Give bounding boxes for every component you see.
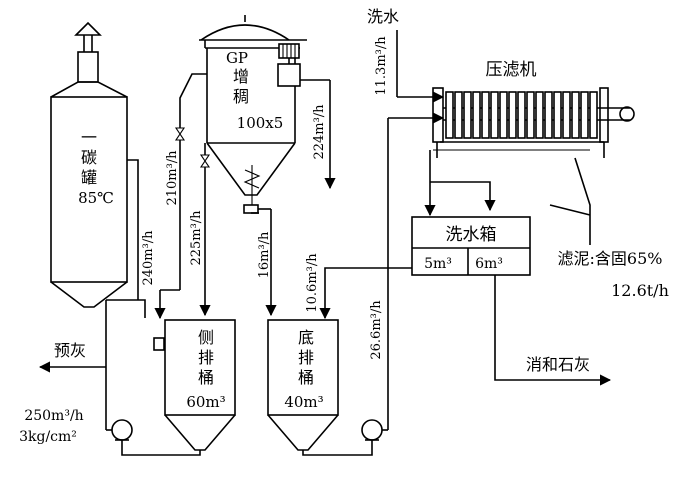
side-tank-volume: 60m³: [186, 393, 225, 411]
flow-225-label: 225m³/h: [189, 210, 204, 266]
vent-cap-icon: [74, 21, 102, 36]
flow-16-label: 16m³/h: [257, 231, 272, 278]
pump-icon: [111, 419, 133, 441]
filter-plates: [445, 91, 598, 139]
side-tank-label-1: 侧: [198, 328, 214, 347]
side-tank-label-2: 排: [198, 348, 214, 367]
gp-label-1: GP: [226, 49, 248, 67]
filter-press: 压滤机: [432, 60, 635, 158]
pump-flow-label: 250m³/h: [24, 408, 83, 424]
carbonation-tank-temp: 85℃: [78, 189, 114, 207]
pump-left: [106, 419, 133, 441]
bottom-tank-label-3: 桶: [298, 368, 314, 387]
filter-plate: [499, 91, 508, 139]
gp-label-3: 稠: [233, 87, 249, 106]
gp-label-2: 增: [233, 67, 249, 86]
flow-224-label: 224m³/h: [312, 104, 327, 160]
side-tank-label-3: 桶: [198, 368, 214, 387]
flow-10-6-label: 10.6m³/h: [305, 253, 320, 313]
filter-plate: [454, 91, 463, 139]
filter-plate: [544, 91, 553, 139]
wash-return-pipe: 10.6m³/h: [305, 253, 412, 320]
carbonation-tank: 一 碳 罐 85℃: [50, 21, 139, 308]
filter-plate: [481, 91, 490, 139]
carbonation-tank-label-1: 一: [81, 128, 97, 147]
pump-pressure-label: 3kg/cm²: [19, 429, 77, 445]
filter-plate: [472, 91, 481, 139]
filter-plate: [490, 91, 499, 139]
filter-plate: [589, 91, 598, 139]
sludge-rate-label: 12.6t/h: [611, 281, 669, 300]
pre-ash-label: 预灰: [54, 341, 86, 360]
filter-plate: [463, 91, 472, 139]
carbonation-tank-label-3: 罐: [81, 168, 97, 187]
carbonation-tank-label-2: 碳: [81, 148, 97, 167]
gp-thickener: GP 增 稠 100x5 224m³/h: [199, 15, 336, 214]
pump-right: 26.6m³/h: [302, 112, 445, 456]
side-drain-tank: 侧 排 桶 60m³: [153, 319, 236, 451]
filter-press-label: 压滤机: [486, 60, 537, 80]
flow-240-label: 240m³/h: [141, 230, 156, 286]
wash-flow-label: 11.3m³/h: [374, 36, 389, 96]
wash-tank-6-label: 6m³: [475, 256, 503, 272]
wash-water-inlet: 洗水 11.3m³/h: [367, 7, 445, 103]
filter-plate: [508, 91, 517, 139]
wash-water-tank: 洗水箱 5m³ 6m³: [411, 216, 531, 276]
sludge-label: 滤泥:含固65%: [558, 249, 663, 268]
bottom-tank-label-2: 排: [298, 348, 314, 367]
bottom-drain-tank: 底 排 桶 40m³: [267, 319, 339, 451]
flow-26-6-label: 26.6m³/h: [369, 300, 384, 360]
lower-piping-left: 预灰 250m³/h 3kg/cm²: [19, 299, 201, 456]
wash-tank-5-label: 5m³: [424, 256, 452, 272]
lime-label: 消和石灰: [526, 355, 590, 374]
thickener-pipes: 210m³/h 225m³/h 16m³/h: [154, 73, 277, 320]
filter-plate: [517, 91, 526, 139]
press-handwheel-icon: [619, 106, 635, 122]
lime-outlet: 消和石灰: [494, 275, 612, 386]
filter-plate: [445, 91, 454, 139]
filter-plate: [571, 91, 580, 139]
filter-plate: [526, 91, 535, 139]
press-outlets: [424, 150, 591, 245]
bottom-tank-label-1: 底: [298, 328, 314, 347]
flow-210-label: 210m³/h: [165, 150, 180, 206]
wash-water-label: 洗水: [367, 7, 399, 26]
filter-plate: [562, 91, 571, 139]
carbonation-outflow: 240m³/h: [137, 170, 156, 318]
pump-icon: [361, 419, 383, 441]
valve-icon: [174, 127, 186, 141]
gp-label-4: 100x5: [237, 114, 284, 132]
valve-icon: [199, 154, 211, 168]
filter-plate: [553, 91, 562, 139]
filter-plate: [535, 91, 544, 139]
filter-plate: [580, 91, 589, 139]
bottom-tank-volume: 40m³: [284, 393, 323, 411]
wash-tank-label: 洗水箱: [446, 225, 497, 245]
